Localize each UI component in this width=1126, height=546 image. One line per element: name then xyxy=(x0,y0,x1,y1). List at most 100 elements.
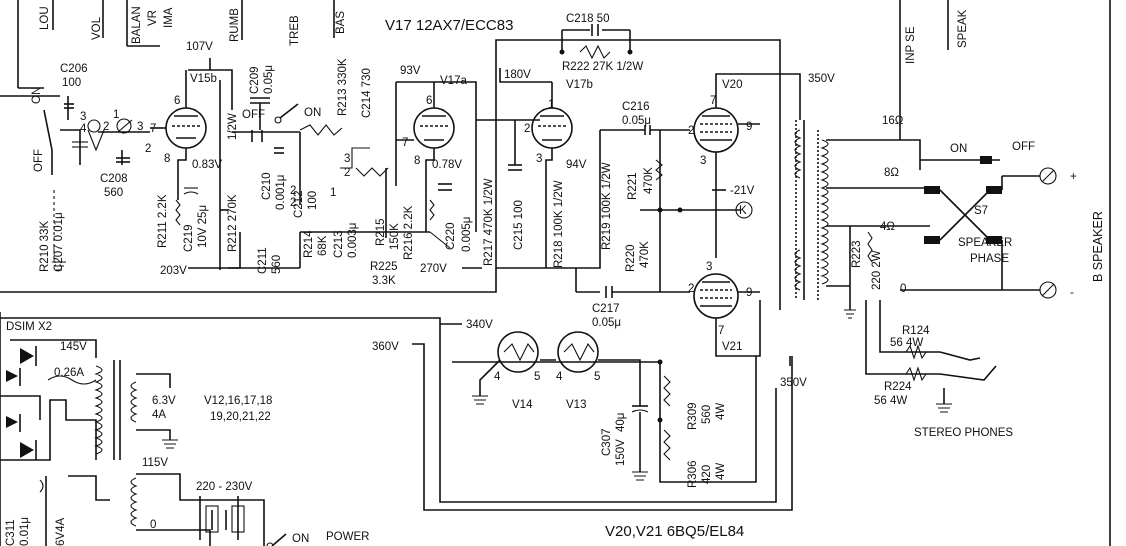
svg-text:420: 420 xyxy=(701,465,713,484)
svg-text:3: 3 xyxy=(706,261,712,273)
diode-bridge: DSIM X2 145V 0.26A xyxy=(0,321,97,461)
svg-text:0.01μ: 0.01μ xyxy=(19,517,31,546)
svg-text:4A: 4A xyxy=(152,409,166,421)
svg-text:R218 100K 1/2W: R218 100K 1/2W xyxy=(553,180,565,268)
svg-text:6: 6 xyxy=(174,95,180,107)
svg-text:7: 7 xyxy=(710,95,716,107)
svg-text:220 - 230V: 220 - 230V xyxy=(196,481,253,493)
svg-text:93V: 93V xyxy=(400,65,421,77)
svg-text:8Ω: 8Ω xyxy=(884,167,899,179)
svg-text:4: 4 xyxy=(556,371,563,383)
svg-text:3: 3 xyxy=(80,111,86,123)
svg-text:R211 2.2K: R211 2.2K xyxy=(157,194,169,248)
b-plus-bus-frame xyxy=(0,317,777,503)
svg-text:C215 100: C215 100 xyxy=(513,200,525,250)
svg-text:STEREO PHONES: STEREO PHONES xyxy=(914,427,1013,439)
svg-text:2: 2 xyxy=(688,125,694,137)
svg-text:5: 5 xyxy=(534,371,540,383)
svg-text:R124: R124 xyxy=(902,325,930,337)
speaker-phase-switch: ON OFF S7 SPEAKER PHASE + - B SPEAKER xyxy=(900,139,1105,299)
svg-text:V14: V14 xyxy=(512,399,533,411)
svg-text:ON: ON xyxy=(950,143,967,155)
svg-text:C220: C220 xyxy=(445,223,457,251)
svg-text:PHASE: PHASE xyxy=(970,253,1009,265)
svg-text:R213 330K: R213 330K xyxy=(337,58,349,116)
label-bass: BAS xyxy=(335,11,347,34)
svg-text:V15b: V15b xyxy=(190,73,217,85)
svg-text:1: 1 xyxy=(330,187,336,199)
svg-text:2: 2 xyxy=(344,167,350,179)
svg-text:4: 4 xyxy=(80,123,87,135)
svg-text:6.3V: 6.3V xyxy=(152,395,176,407)
svg-text:C207 0.01μ: C207 0.01μ xyxy=(53,212,65,272)
svg-text:150V: 150V xyxy=(615,439,627,466)
label-rumble: RUMB xyxy=(229,8,241,42)
svg-text:180V: 180V xyxy=(504,69,531,81)
tube-v20: V20 7 2 9 3 350V xyxy=(688,73,835,258)
svg-text:150K: 150K xyxy=(389,223,401,250)
input-section: C206 100 ON OFF 3 4 2 1 3 2 C208 560 R21… xyxy=(0,63,151,272)
svg-text:0.78V: 0.78V xyxy=(432,159,462,171)
svg-text:203V: 203V xyxy=(160,265,187,277)
svg-text:V12,16,17,18: V12,16,17,18 xyxy=(204,395,272,407)
svg-text:19,20,21,22: 19,20,21,22 xyxy=(210,411,271,423)
svg-text:C307: C307 xyxy=(601,429,613,457)
svg-text:-21V: -21V xyxy=(730,185,755,197)
svg-text:9: 9 xyxy=(746,287,752,299)
svg-text:0: 0 xyxy=(900,283,906,295)
headphone-network: R124 56 4W R224 56 4W STEREO PHONES xyxy=(865,300,1013,439)
svg-text:270V: 270V xyxy=(420,263,447,275)
filter-section: C307 40μ 150V R309 560 4W R306 420 4W xyxy=(601,359,727,488)
svg-text:0.001μ: 0.001μ xyxy=(275,175,287,210)
output-transformer: 16Ω 8Ω 4Ω 0 R223 220 2W xyxy=(794,115,906,319)
svg-text:OFF: OFF xyxy=(242,109,265,121)
v20-v21-header: V20,V21 6BQ5/EL84 xyxy=(605,523,744,540)
svg-text:R224: R224 xyxy=(884,381,912,393)
svg-text:C210: C210 xyxy=(261,173,273,201)
svg-text:0.003μ: 0.003μ xyxy=(347,223,359,258)
svg-text:V17a: V17a xyxy=(440,75,467,87)
svg-text:115V: 115V xyxy=(142,457,168,469)
top-control-labels: LOU VOL BALAN VR IMA RUMB TREB BAS INP S… xyxy=(17,0,969,140)
svg-text:2: 2 xyxy=(290,185,296,197)
svg-text:6V4A: 6V4A xyxy=(55,518,67,546)
svg-text:C208: C208 xyxy=(100,173,128,185)
svg-text:V20: V20 xyxy=(722,79,742,91)
svg-text:ON: ON xyxy=(304,107,321,119)
svg-text:C217: C217 xyxy=(592,303,620,315)
svg-text:K: K xyxy=(739,205,747,217)
svg-text:4: 4 xyxy=(494,371,501,383)
v17-section-frame xyxy=(0,39,562,293)
svg-text:40μ: 40μ xyxy=(615,413,627,432)
svg-text:C211: C211 xyxy=(257,247,269,274)
svg-text:16Ω: 16Ω xyxy=(882,115,904,127)
rectifier-heaters: 4 5 V14 4 5 V13 xyxy=(472,331,641,411)
svg-text:0.26A: 0.26A xyxy=(54,367,84,379)
svg-text:C206: C206 xyxy=(60,63,88,75)
coupling-network: C216 0.05μ R221 470K R220 470K K -21V C2… xyxy=(575,101,755,329)
svg-text:10V 25μ: 10V 25μ xyxy=(197,205,209,248)
svg-text:3: 3 xyxy=(700,155,706,167)
svg-text:0.005μ: 0.005μ xyxy=(461,217,473,252)
svg-text:R222 27K 1/2W: R222 27K 1/2W xyxy=(562,61,643,73)
svg-text:ON: ON xyxy=(31,87,43,104)
svg-text:560: 560 xyxy=(701,405,713,424)
power-switch-on-label: ON xyxy=(292,533,309,545)
svg-text:R212 270K: R212 270K xyxy=(227,194,239,252)
svg-text:R223: R223 xyxy=(851,241,863,269)
svg-text:-: - xyxy=(1070,287,1074,299)
svg-text:8: 8 xyxy=(414,155,420,167)
svg-text:350V: 350V xyxy=(780,377,807,389)
svg-text:C213: C213 xyxy=(333,231,345,259)
svg-text:R219 100K 1/2W: R219 100K 1/2W xyxy=(601,162,613,250)
svg-text:2: 2 xyxy=(688,283,694,295)
svg-text:107V: 107V xyxy=(186,41,213,53)
label-treble: TREB xyxy=(289,15,301,46)
svg-text:R217 470K 1/2W: R217 470K 1/2W xyxy=(483,178,495,266)
power-transformer: 6.3V 4A V12,16,17,18 19,20,21,22 115V 0 … xyxy=(94,360,272,546)
label-balance: BALAN xyxy=(131,6,143,44)
power-switch-label: POWER xyxy=(326,531,369,543)
svg-text:V17b: V17b xyxy=(566,79,593,91)
svg-text:OFF: OFF xyxy=(1012,141,1035,153)
